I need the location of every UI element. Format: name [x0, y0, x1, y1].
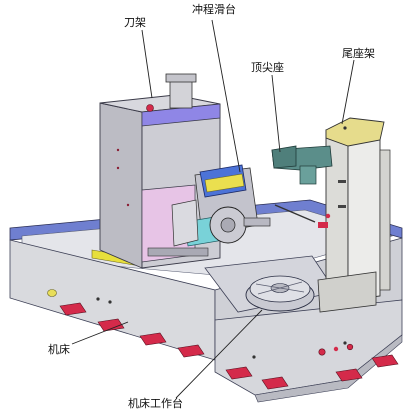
bed-bolt: [252, 355, 256, 359]
slide-yellow-cover: [204, 173, 245, 193]
leader-machine-bed: [71, 321, 129, 345]
foot: [225, 366, 253, 380]
spindle: [243, 217, 271, 227]
arm-bracket: [299, 165, 317, 185]
label-machine-bed: 机床: [48, 343, 70, 356]
label-tailstock-frame: 尾座架: [342, 47, 375, 60]
tool-cluster: [171, 199, 199, 247]
leader-slide-table: [211, 19, 241, 173]
label-slide-table: 冲程滑台: [192, 3, 236, 16]
leader-lines: [71, 19, 355, 399]
worktable: [204, 255, 337, 313]
slide-table: [171, 164, 271, 247]
table-slot: [257, 281, 303, 295]
leader-worktable: [175, 309, 263, 399]
foot: [97, 318, 125, 332]
tower-top-band: [141, 103, 221, 127]
foot: [371, 354, 399, 368]
label-worktable: 机床工作台: [128, 397, 183, 410]
foot: [59, 302, 87, 316]
bed-bolt: [96, 297, 100, 301]
tower-rail: [147, 247, 209, 257]
indicator-lamp: [47, 289, 57, 297]
label-tool-holder: 刀架: [124, 16, 146, 29]
leader-tailstock-center: [271, 74, 281, 153]
tailstock-frame: [317, 117, 391, 313]
foot: [261, 376, 289, 390]
center-clamp: [318, 222, 328, 228]
bed-bolt: [343, 341, 347, 345]
tower-hole: [126, 203, 130, 207]
tower-motor-cap: [165, 73, 197, 83]
tailstock-base: [317, 271, 377, 313]
arm-head: [271, 145, 297, 169]
red-button: [333, 346, 339, 352]
leader-tailstock-frame: [341, 59, 355, 125]
tailstock-cap: [325, 117, 385, 147]
tailstock-slot: [338, 180, 346, 183]
tailstock-red-dot: [325, 213, 331, 219]
foot: [177, 344, 205, 358]
tailstock-slot: [338, 205, 346, 208]
leader-tool-holder: [141, 29, 153, 99]
turret-hub: [220, 217, 236, 233]
tailstock-side-column: [379, 149, 391, 291]
tower-hole: [116, 166, 120, 170]
bed-bolt: [108, 300, 112, 304]
tower-marker: [146, 104, 154, 112]
machine-feet: [59, 302, 399, 390]
tower-hole: [116, 148, 120, 152]
cap-bolt: [343, 126, 347, 130]
red-button: [318, 348, 326, 356]
red-button: [346, 343, 354, 351]
foot: [335, 368, 363, 382]
tailstock-center: [271, 145, 333, 228]
tower-motor: [169, 77, 193, 109]
label-tailstock-center: 顶尖座: [251, 61, 284, 74]
tower-left-face: [99, 102, 143, 269]
foot: [139, 332, 167, 346]
center-spindle: [274, 204, 316, 223]
